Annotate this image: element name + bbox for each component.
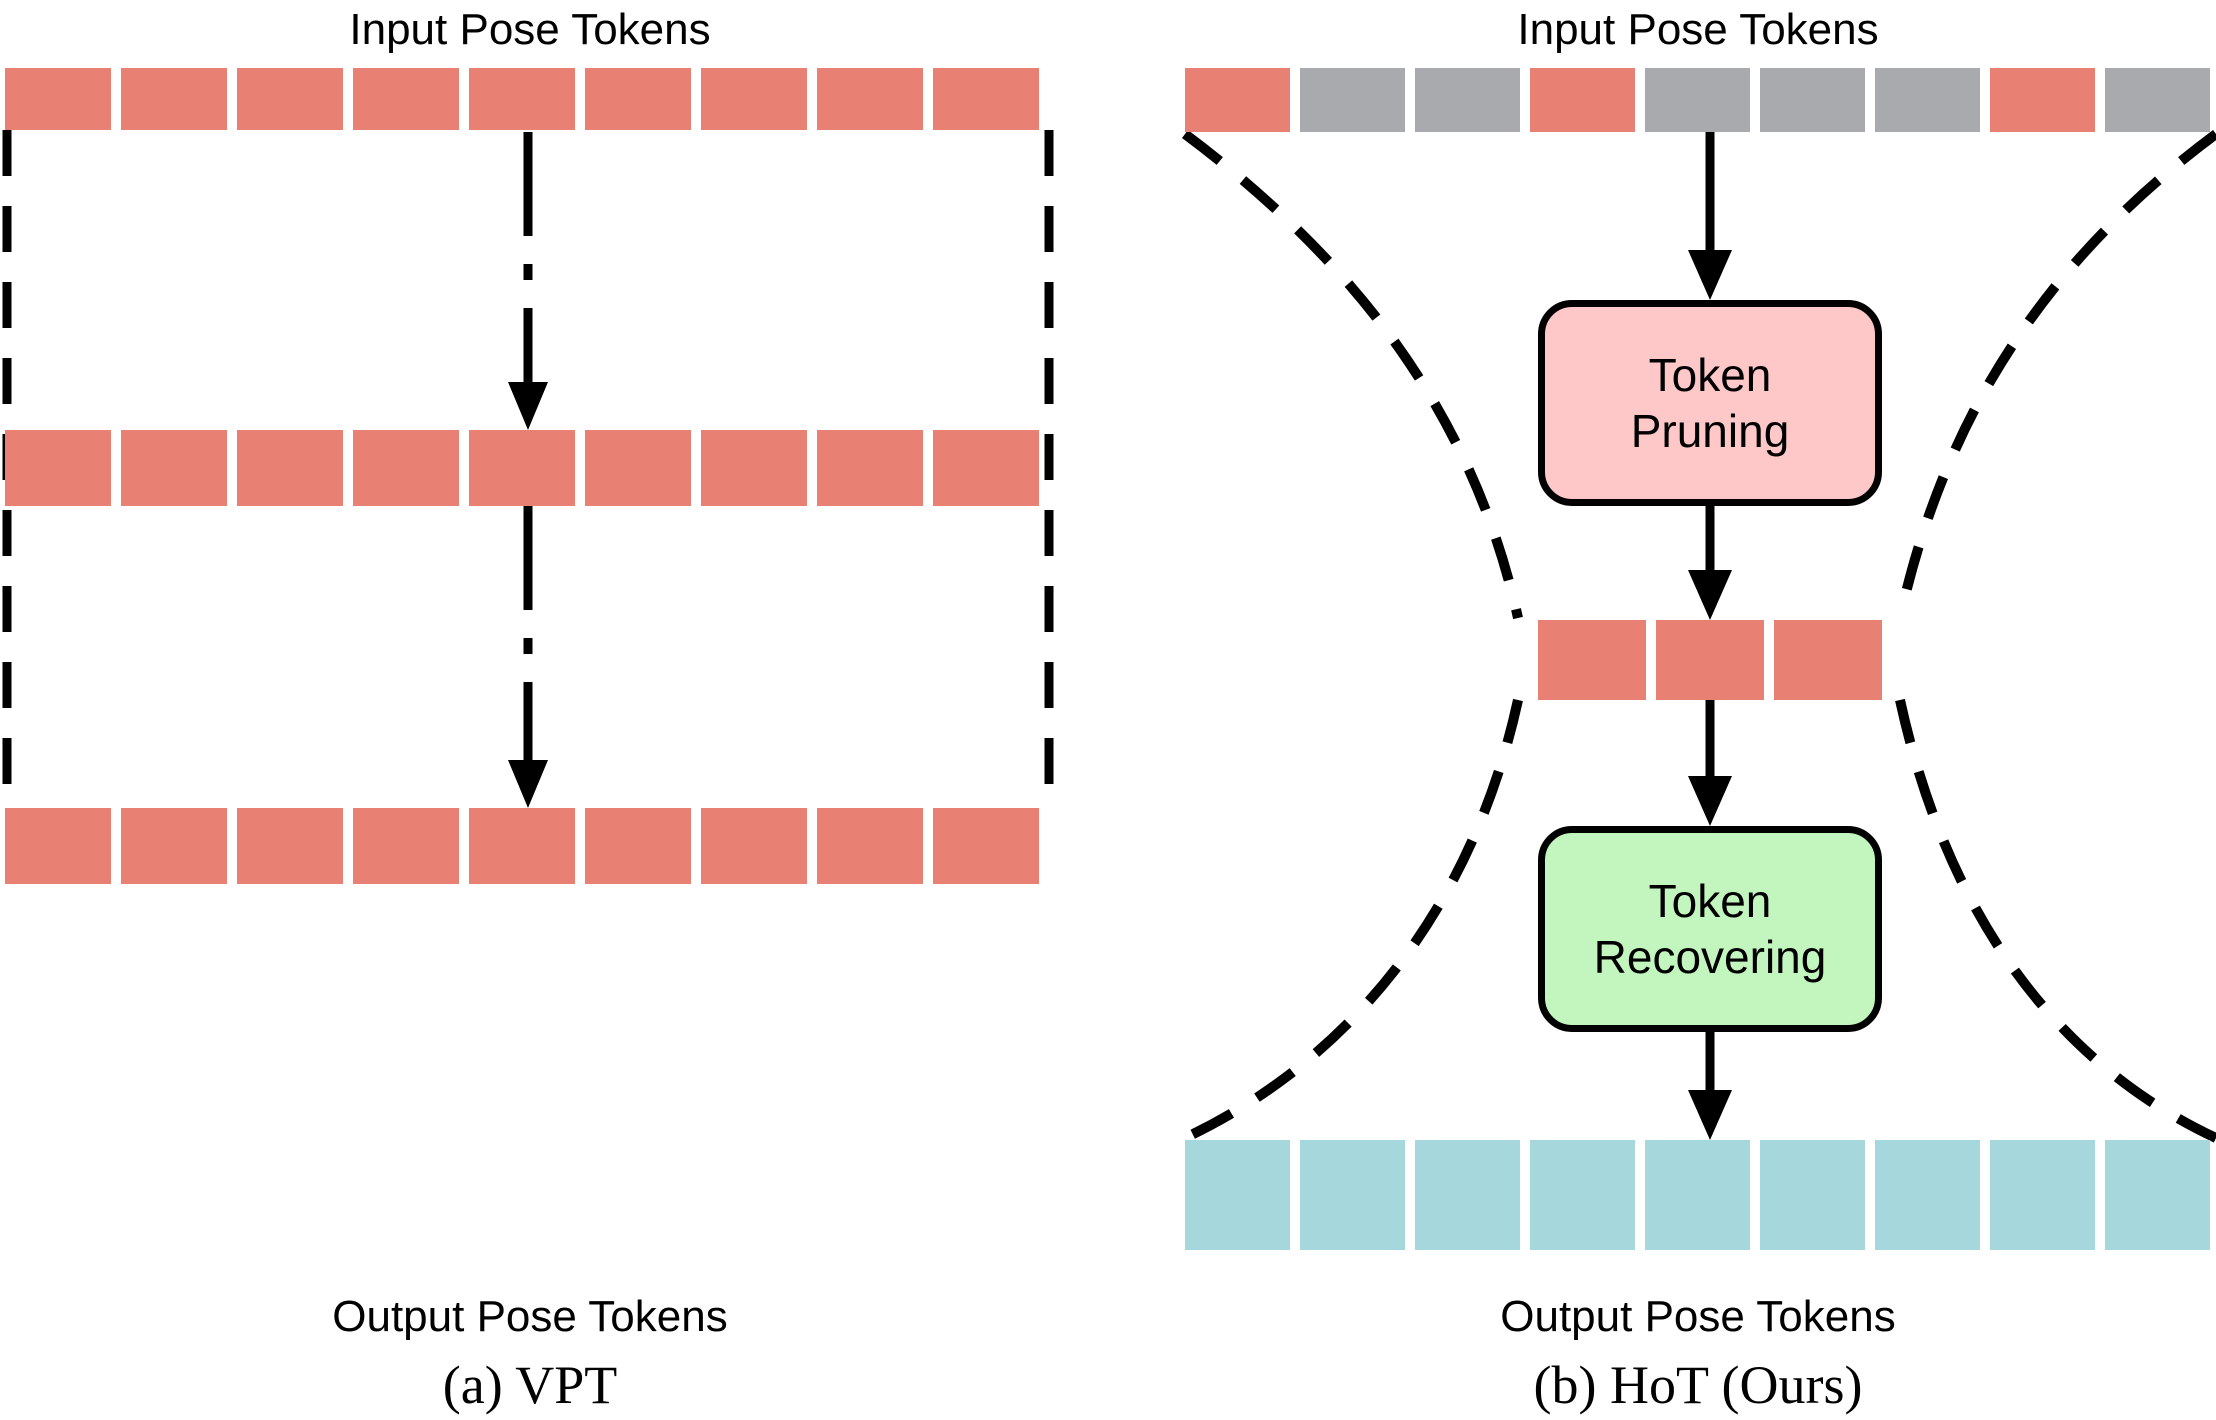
vpt-output-label: Output Pose Tokens: [332, 1292, 728, 1341]
token: [1300, 1140, 1405, 1250]
token: [1875, 1140, 1980, 1250]
token: [5, 808, 111, 884]
token: [1530, 1140, 1635, 1250]
token: [1415, 1140, 1520, 1250]
vpt-output-row: [5, 808, 1051, 884]
token: [1990, 68, 2095, 132]
hot-curve-bottom-left: [1182, 698, 1523, 1143]
token: [1185, 68, 1290, 132]
token: [1300, 68, 1405, 132]
hot-output-label: Output Pose Tokens: [1500, 1292, 1896, 1341]
hot-arrow4-head: [1688, 1090, 1732, 1140]
token: [1415, 68, 1520, 132]
token: [701, 808, 807, 884]
token: [933, 430, 1039, 506]
vpt-input-label: Input Pose Tokens: [349, 5, 711, 54]
vpt-input-row: [5, 68, 1051, 130]
token: [585, 68, 691, 130]
token: [1538, 620, 1646, 700]
token: [1760, 1140, 1865, 1250]
token: [469, 808, 575, 884]
token: [1530, 68, 1635, 132]
token: [585, 808, 691, 884]
token: [1645, 68, 1750, 132]
hot-arrow3-head: [1688, 776, 1732, 826]
token: [353, 808, 459, 884]
token: [2105, 1140, 2210, 1250]
token: [353, 430, 459, 506]
token-pruning-line1: Token: [1648, 349, 1772, 401]
token: [1185, 1140, 1290, 1250]
hot-output-row: [1185, 1140, 2216, 1250]
token-recovering-line1: Token: [1648, 875, 1772, 927]
token: [121, 430, 227, 506]
token: [469, 68, 575, 130]
token: [701, 68, 807, 130]
hot-arrow2-head: [1688, 570, 1732, 620]
hot-input-row: [1185, 68, 2216, 132]
token: [817, 430, 923, 506]
token: [701, 430, 807, 506]
hot-caption: (b) HoT (Ours): [1533, 1355, 1863, 1415]
token: [5, 430, 111, 506]
token: [2105, 68, 2210, 132]
token: [585, 430, 691, 506]
hot-input-label: Input Pose Tokens: [1517, 5, 1879, 54]
token: [1990, 1140, 2095, 1250]
vpt-arrow-upper-head: [508, 382, 548, 430]
vpt-caption: (a) VPT: [442, 1355, 618, 1415]
hot-pruned-row: [1538, 620, 1882, 700]
token: [121, 808, 227, 884]
token: [237, 68, 343, 130]
token: [1875, 68, 1980, 132]
hot-arrow1-head: [1688, 250, 1732, 300]
token: [1645, 1140, 1750, 1250]
hot-curve-bottom-right: [1895, 698, 2216, 1143]
token: [933, 808, 1039, 884]
token: [469, 430, 575, 506]
token: [1760, 68, 1865, 132]
token: [5, 68, 111, 130]
token-recovering-line2: Recovering: [1593, 931, 1827, 983]
token: [121, 68, 227, 130]
token: [817, 68, 923, 130]
vpt-intermediate-row: [5, 430, 1051, 506]
token-recovering-box[interactable]: Token Recovering: [1538, 826, 1882, 1032]
token: [933, 68, 1039, 130]
token: [1774, 620, 1882, 700]
token: [353, 68, 459, 130]
token: [1656, 620, 1764, 700]
token-pruning-box[interactable]: Token Pruning: [1538, 300, 1882, 506]
token: [237, 808, 343, 884]
vpt-arrow-lower-head: [508, 760, 548, 808]
token-pruning-line2: Pruning: [1630, 405, 1790, 457]
token: [237, 430, 343, 506]
hot-curve-top-right: [1895, 129, 2216, 620]
hot-curve-top-left: [1182, 129, 1523, 620]
token: [817, 808, 923, 884]
